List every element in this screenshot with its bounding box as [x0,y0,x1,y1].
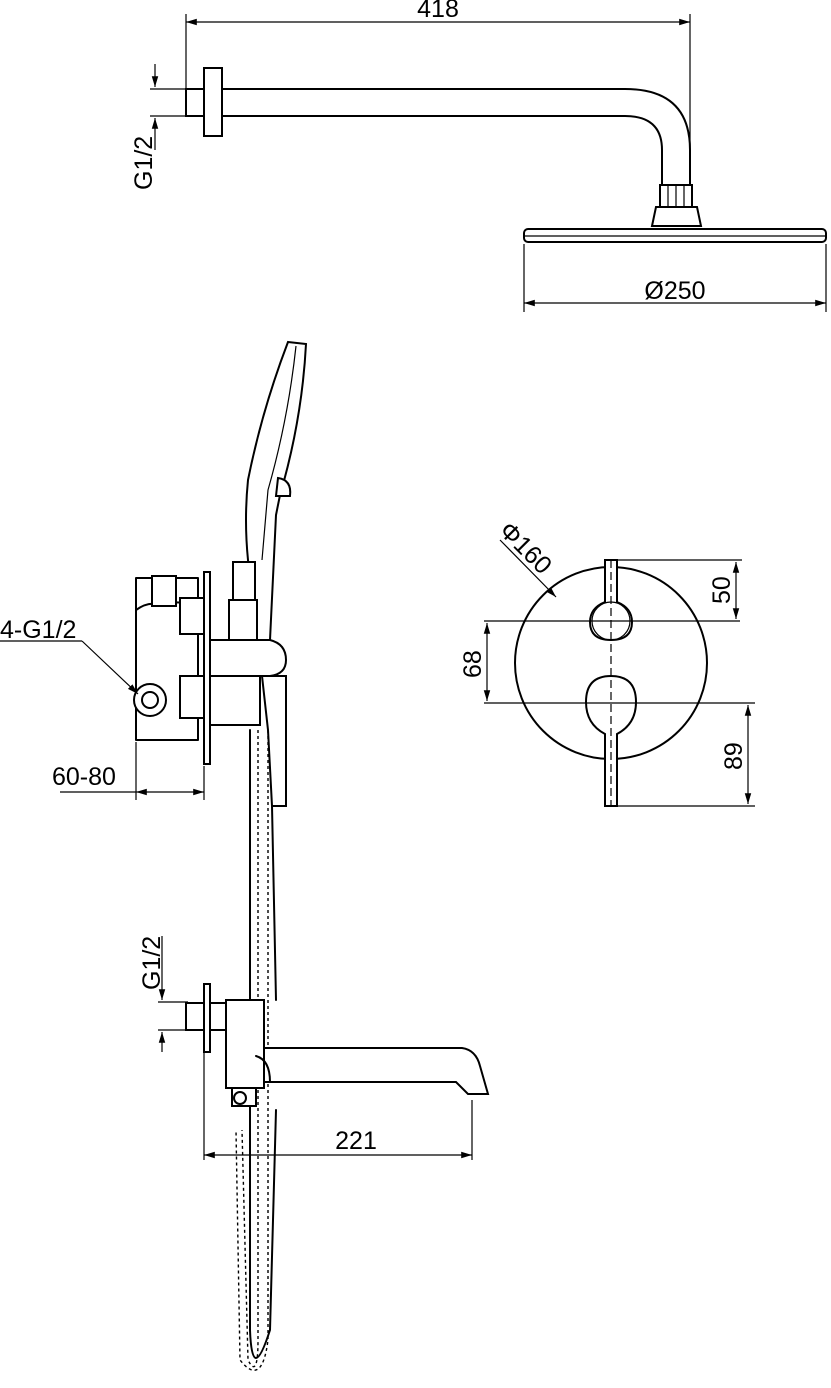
shower-arm-assembly: 418 G1/2 Ø250 [130,0,827,312]
plate-diameter-label: Φ160 [494,516,557,579]
mixer-side-view: 4-G1/2 60-80 [0,340,308,1371]
front-plate-view: Φ160 50 68 89 [459,516,755,807]
arm-thread-label: G1/2 [130,136,158,190]
spout-body [263,1047,490,1095]
upper-offset-label: 50 [708,576,736,604]
spout-length-label: 221 [335,1127,377,1155]
lower-offset-label: 89 [720,742,748,770]
handle-spacing-label: 68 [459,650,487,678]
spout-thread-label: G1/2 [138,936,166,990]
arm-wall-flange [203,67,223,137]
head-diameter-label: Ø250 [644,277,705,305]
shower-arm [221,88,691,186]
wall-depth-label: 60-80 [52,763,116,791]
inlets-label: 4-G1/2 [0,616,76,644]
bath-spout: G1/2 221 [138,936,490,1160]
arm-length-label: 418 [417,0,459,23]
